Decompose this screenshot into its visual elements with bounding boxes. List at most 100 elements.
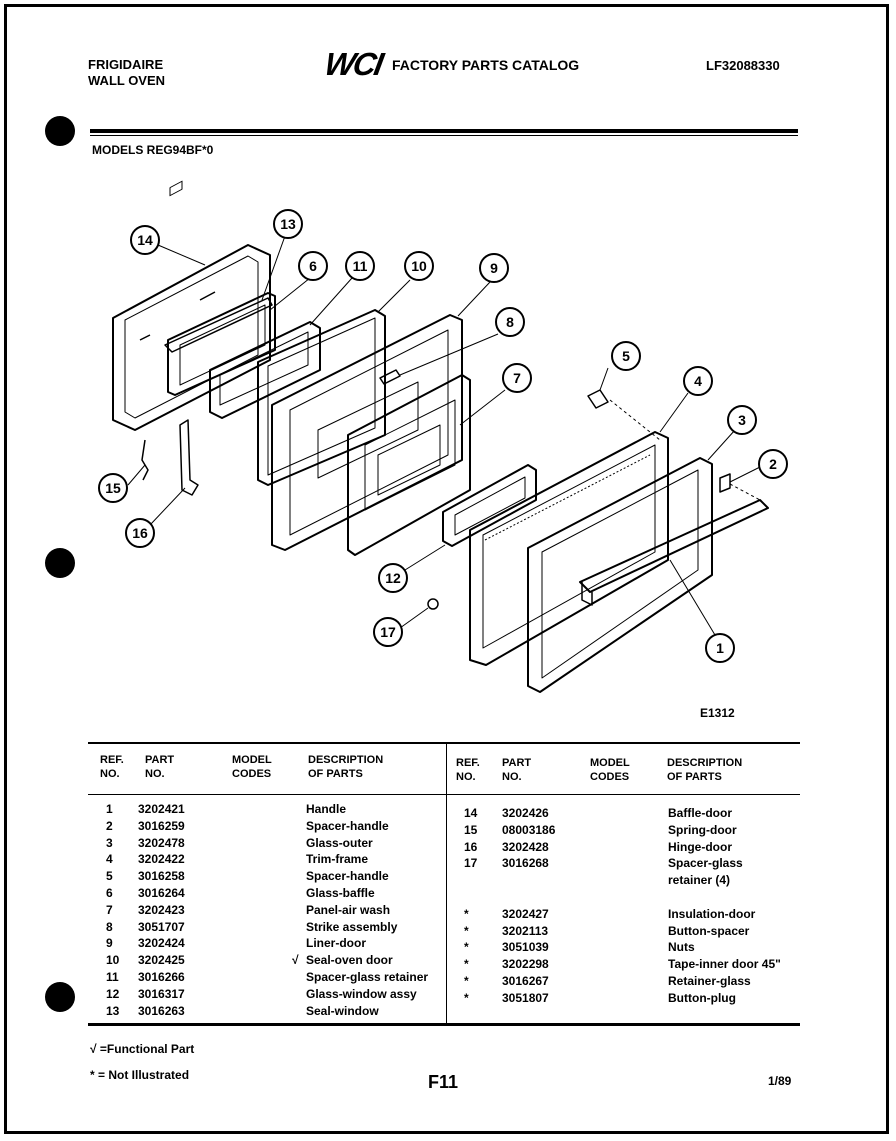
part-no-cell: 3202298 — [502, 957, 549, 972]
description-cell: Spacer-handle — [306, 818, 389, 833]
part-glass-window — [442, 464, 537, 547]
callout-14: 14 — [130, 225, 160, 255]
page-border — [4, 4, 889, 1134]
ref-no-cell: 16 — [464, 839, 478, 854]
binder-hole — [45, 982, 75, 1012]
part-no-cell: 3202421 — [138, 802, 185, 816]
part-glass-outer — [527, 457, 713, 693]
part-spacer-glass-retainer — [209, 321, 321, 419]
ref-no-cell: 7 — [106, 902, 113, 917]
ref-no-cell: 11 — [106, 970, 119, 984]
callout-10: 10 — [404, 251, 434, 281]
part-seal-window — [164, 297, 273, 353]
ref-no-cell: * — [464, 990, 469, 1005]
description-cell: Handle — [306, 802, 347, 816]
description-cell: Tape-inner door 45" — [668, 957, 781, 972]
part-no-cell: 3202426 — [502, 806, 549, 820]
ref-no-cell: 3 — [106, 835, 113, 850]
part-handle — [579, 499, 769, 593]
part-no-cell: 08003186 — [502, 822, 556, 837]
callout-1: 1 — [705, 633, 735, 663]
models-label: MODELS REG94BF*0 — [92, 143, 214, 157]
callout-6: 6 — [298, 251, 328, 281]
svg-text:15: 15 — [105, 480, 121, 496]
svg-text:5: 5 — [622, 348, 630, 364]
callout-12: 12 — [378, 563, 408, 593]
callout-16: 16 — [125, 518, 155, 548]
part-no-cell: 3202113 — [502, 923, 549, 938]
table-divider — [446, 744, 447, 1024]
catalog-title: FACTORY PARTS CATALOG — [392, 57, 580, 73]
description-cell: Button-spacer — [668, 923, 750, 938]
description-cell: Spacer-glass — [668, 856, 743, 871]
callout-5: 5 — [611, 341, 641, 371]
svg-text:11: 11 — [353, 258, 368, 274]
callout-3: 3 — [727, 405, 757, 435]
part-no-cell: 3202425 — [138, 953, 185, 968]
description-cell: Nuts — [668, 940, 695, 955]
callout-8: 8 — [495, 307, 525, 337]
part-no-cell: 3051807 — [502, 990, 549, 1005]
product-name: WALL OVEN — [88, 73, 166, 88]
catalog-number: LF32088330 — [706, 58, 780, 73]
callout-17: 17 — [373, 617, 403, 647]
description-cell: Spacer-handle — [306, 869, 389, 884]
svg-text:16: 16 — [132, 525, 148, 541]
description-cell: retainer (4) — [668, 873, 731, 888]
description-cell: Glass-outer — [306, 835, 373, 850]
svg-text:8: 8 — [506, 314, 514, 330]
part-strike-assembly — [379, 369, 401, 385]
ref-no-cell: 10 — [106, 953, 120, 968]
part-no-cell: 3016264 — [138, 886, 185, 900]
part-liner-door — [271, 314, 463, 551]
part-spring-door — [141, 439, 149, 481]
ref-no-cell: 12 — [106, 986, 120, 1001]
ref-no-cell: * — [464, 923, 469, 938]
description-cell: Button-plug — [668, 990, 736, 1005]
part-seal-oven-door — [257, 309, 386, 486]
svg-text:1: 1 — [716, 640, 724, 656]
svg-text:9: 9 — [490, 260, 498, 276]
part-no-cell: 3016317 — [138, 986, 185, 1001]
header-rule-thin — [90, 135, 798, 136]
callout-15: 15 — [98, 473, 128, 503]
description-cell: Seal-oven door — [306, 953, 393, 968]
part-spacer-handle — [719, 473, 731, 493]
description-cell: Trim-frame — [306, 852, 369, 867]
description-cell: Baffle-door — [668, 806, 732, 820]
ref-no-cell: * — [464, 906, 469, 921]
part-no-cell: 3202478 — [138, 835, 185, 850]
description-cell: Insulation-door — [668, 906, 756, 921]
ref-no-cell: * — [464, 957, 469, 972]
ref-no-cell: * — [464, 940, 469, 955]
functional-part-note: √ =Functional Part — [90, 1042, 195, 1056]
ref-no-cell: 14 — [464, 806, 478, 820]
ref-no-cell: 2 — [106, 818, 113, 833]
part-no-cell: 3016266 — [138, 970, 185, 984]
binder-hole — [45, 548, 75, 578]
callout-4: 4 — [683, 366, 713, 396]
revision-date: 1/89 — [768, 1074, 792, 1088]
ref-no-cell: 5 — [106, 869, 113, 884]
part-baffle-door — [112, 244, 271, 431]
svg-text:4: 4 — [694, 373, 702, 389]
description-cell: Spring-door — [668, 822, 737, 837]
part-no-cell: 3051707 — [138, 919, 185, 934]
description-cell: Strike assembly — [306, 919, 398, 934]
ref-no-cell: 15 — [464, 822, 478, 837]
ref-no-cell: 1 — [106, 802, 113, 816]
svg-text:17: 17 — [380, 624, 396, 640]
part-no-cell: 3016263 — [138, 1003, 185, 1018]
part-no-cell: 3051039 — [502, 940, 549, 955]
brand-block: FRIGIDAIRE WALL OVEN — [88, 57, 165, 89]
description-cell: Glass-window assy — [306, 986, 417, 1001]
description-cell: Hinge-door — [668, 839, 732, 854]
callout-11: 11 — [345, 251, 375, 281]
ref-no-cell: 4 — [106, 852, 113, 867]
